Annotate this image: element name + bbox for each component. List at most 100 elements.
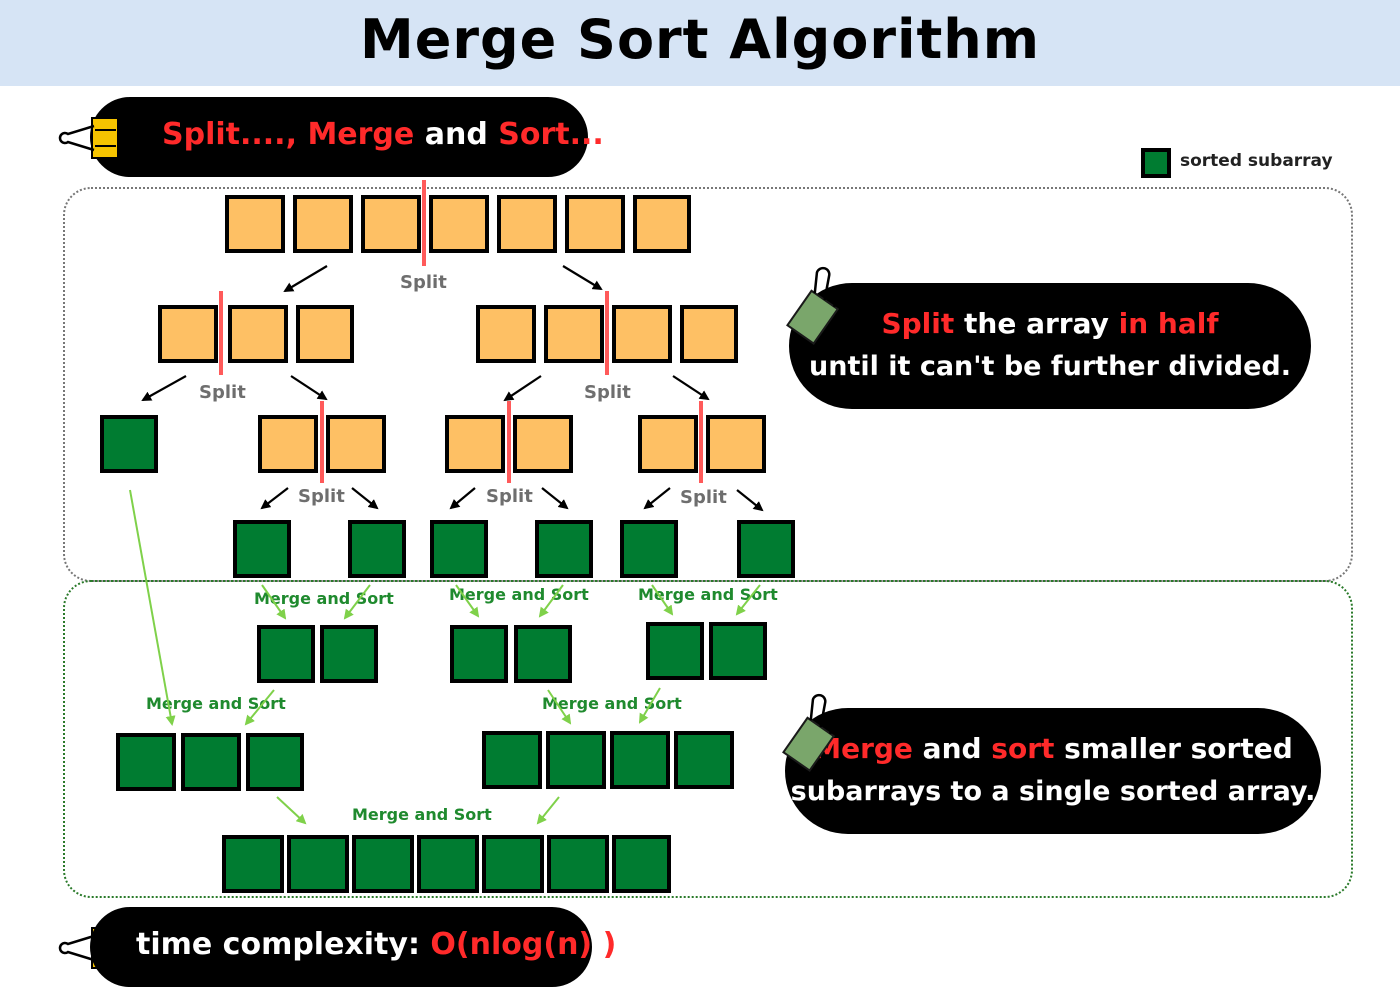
array-cell [445, 415, 505, 473]
merge-arrow [343, 584, 371, 620]
page-title: Merge Sort Algorithm [359, 8, 1041, 71]
split-label: Split [199, 382, 246, 403]
merge-arrow [651, 584, 674, 616]
array-cell [361, 195, 421, 253]
split-arrow [351, 487, 379, 510]
array-cell [638, 415, 698, 473]
merge-arrow [261, 584, 287, 620]
array-cell [633, 195, 691, 253]
sorted-cell [620, 520, 678, 578]
sorted-cell [514, 625, 572, 683]
paper-clip-icon [782, 693, 836, 772]
banner-time-complexity: time complexity: O(nlog(n) ) [90, 907, 616, 987]
merge-arrow [244, 689, 275, 726]
banner-split-merge-sort: Split...., Merge and Sort... [90, 97, 604, 177]
sorted-cell [181, 733, 241, 791]
merge-label: Merge and Sort [352, 805, 492, 824]
merge-arrow [735, 584, 761, 616]
split-arrow [283, 265, 328, 293]
split-arrow [736, 489, 764, 512]
sorted-cell [674, 731, 734, 789]
array-cell [429, 195, 489, 253]
array-cell [225, 195, 285, 253]
banner-word-split: Split...., [162, 117, 297, 152]
paper-clip-icon [786, 266, 840, 345]
sorted-cell [233, 520, 291, 578]
split-arrow [141, 375, 187, 401]
sorted-cell [320, 625, 378, 683]
time-complexity-value: O(nlog(n) ) [430, 927, 617, 962]
split-label: Split [680, 487, 727, 508]
array-cell [497, 195, 557, 253]
legend-label: sorted subarray [1180, 151, 1333, 171]
callout-merge-word-and: and [922, 732, 982, 765]
sorted-cell [100, 415, 158, 473]
split-label: Split [486, 486, 533, 507]
array-cell [326, 415, 386, 473]
binder-clip-icon [58, 117, 119, 159]
array-cell [258, 415, 318, 473]
sorted-cell [430, 520, 488, 578]
sorted-cell [535, 520, 593, 578]
sorted-cell [450, 625, 508, 683]
array-cell [158, 305, 218, 363]
merge-arrow [547, 689, 572, 725]
merge-arrow [638, 687, 661, 724]
sorted-cell [116, 733, 176, 791]
merge-arrow [455, 584, 480, 618]
split-line [507, 401, 511, 483]
sorted-cell [348, 520, 406, 578]
callout-merge-word-sort: sort [991, 732, 1055, 765]
split-line [699, 401, 703, 483]
callout-merge-line2: subarrays to a single sorted array. [790, 776, 1316, 807]
banner-word-merge: Merge [307, 117, 415, 152]
sorted-cell [482, 731, 542, 789]
merge-label: Merge and Sort [449, 585, 589, 604]
merge-arrow [538, 584, 564, 618]
callout-split-line2: until it can't be further divided. [809, 351, 1291, 382]
merge-label: Merge and Sort [542, 694, 682, 713]
array-cell [680, 305, 738, 363]
sorted-cell [737, 520, 795, 578]
split-label: Split [584, 382, 631, 403]
split-line [320, 401, 324, 483]
split-arrow [260, 487, 289, 510]
banner-word-sort: Sort... [498, 117, 604, 152]
sorted-cell [646, 622, 704, 680]
array-cell [476, 305, 536, 363]
sorted-cell [546, 731, 606, 789]
split-arrow [503, 375, 542, 402]
callout-split-word-split: Split [881, 307, 955, 340]
array-cell [565, 195, 625, 253]
split-line [422, 180, 426, 266]
merge-label: Merge and Sort [254, 589, 394, 608]
split-arrow [562, 265, 603, 291]
sorted-cell [287, 835, 349, 893]
split-line [219, 291, 223, 375]
array-cell [513, 415, 573, 473]
array-cell [706, 415, 766, 473]
merge-label: Merge and Sort [146, 694, 286, 713]
split-arrow [672, 375, 710, 401]
time-complexity-label: time complexity: [136, 927, 420, 962]
sorted-cell [612, 835, 671, 893]
split-arrow [449, 487, 476, 510]
split-arrow [290, 375, 328, 401]
legend-swatch [1141, 148, 1171, 178]
array-cell [612, 305, 672, 363]
merge-label: Merge and Sort [638, 585, 778, 604]
sorted-cell [709, 622, 767, 680]
sorted-cell [610, 731, 670, 789]
callout-merge: Merge and sort smaller sorted subarrays … [785, 708, 1321, 834]
array-cell [296, 305, 354, 363]
split-arrow [643, 487, 671, 510]
sorted-cell [482, 835, 544, 893]
split-label: Split [298, 486, 345, 507]
callout-split-word-array: the array [964, 307, 1109, 340]
array-cell [544, 305, 604, 363]
merge-region [63, 580, 1353, 898]
title-band [0, 0, 1400, 86]
array-cell [293, 195, 353, 253]
split-line [605, 291, 609, 375]
